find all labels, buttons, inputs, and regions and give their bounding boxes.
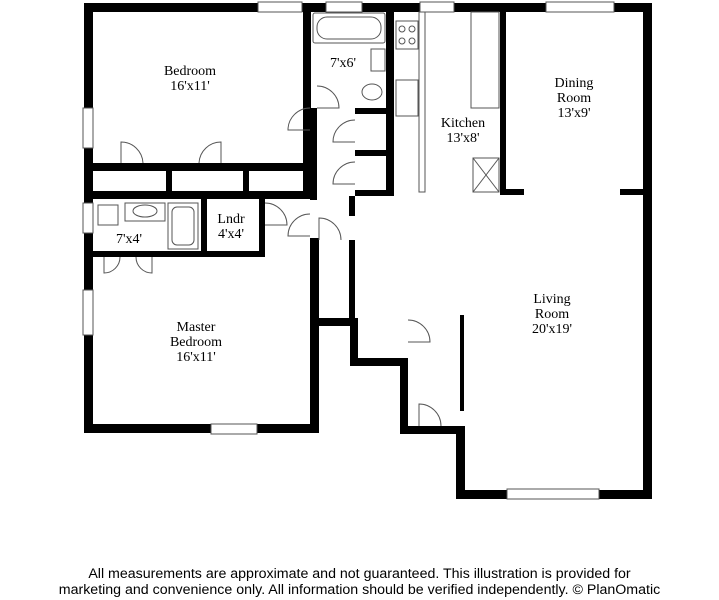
master-dim: 16'x11' [176,350,216,365]
sink-2 [132,204,158,218]
door-master [318,217,342,241]
window-top-dining [545,1,615,13]
wall-dining-bottom [500,189,524,195]
fridge [470,11,500,109]
dining-line1: Dining [554,76,594,91]
door-closet-stair [407,319,431,343]
room-label-kitchen: Kitchen 13'x8' [413,116,513,146]
wall-step-v [350,318,358,366]
wall-bath2-bottom [93,251,265,257]
living-line1: Living [533,292,571,307]
laundry-name: Lndr [217,212,245,227]
door-bedroom [287,107,311,131]
shower-2-inner [171,206,195,246]
door-bedroom-closet-1 [120,141,144,164]
room-label-bedroom: Bedroom 16'x11' [140,64,240,94]
window-left-master [82,289,94,336]
wall-closet-bottom [93,191,309,199]
laundry-dim: 4'x4' [217,227,245,242]
master-line2: Bedroom [169,335,223,350]
wall-step-top [315,318,358,326]
living-line2: Room [534,307,570,322]
door-bedroom-closet-2 [198,141,222,164]
disclaimer-line1: All measurements are approximate and not… [88,566,631,582]
kitchen-sink [395,79,419,117]
dining-dim: 13'x9' [557,106,591,121]
window-top-kitchen [419,1,455,13]
bath1-dim: 7'x6' [330,56,357,71]
counter-line [418,11,426,193]
door-bath2-left [103,256,121,274]
wall-bottom-left [84,424,319,433]
door-bath2-right [135,256,153,274]
room-label-dining: Dining Room 13'x9' [524,76,624,121]
wall-right-lower [643,193,652,499]
wall-stubs [166,171,355,320]
wall-master-right [310,238,319,433]
door-bath1 [316,85,340,109]
door-entry [418,403,442,427]
room-label-living: Living Room 20'x19' [502,292,602,337]
dining-line2: Room [556,91,592,106]
windows [82,1,615,500]
room-label-laundry: Lndr 4'x4' [203,212,259,242]
vanity-2 [124,202,166,222]
pantry [472,157,500,193]
stove [395,20,419,50]
disclaimer: All measurements are approximate and not… [0,566,719,598]
toilet-1 [361,83,383,101]
window-bottom-master [210,423,258,435]
wall-entry-left [400,358,408,434]
wall-closet-h2 [355,150,394,156]
wall-top [84,3,652,12]
bathtub-1-inner [316,16,382,40]
wall-lndr-left [201,199,207,257]
window-left-bedroom [82,107,94,149]
disclaimer-line2: marketing and convenience only. All info… [58,582,661,598]
bedroom-name: Bedroom [163,64,217,79]
wall-step-h [350,358,408,366]
wall-kitchen-right [500,12,506,195]
wall-closet-h1 [355,108,394,114]
door-hall [287,213,311,237]
door-closet-b [332,161,356,185]
wall-hall [310,108,317,200]
room-label-master: Master Bedroom 16'x11' [146,320,246,365]
fixtures [97,11,500,250]
master-line1: Master [176,320,216,335]
sink-1 [370,48,386,72]
wall-bath1-right [386,3,394,195]
window-bottom-living [506,488,600,500]
wall-dining-bottom-right [620,189,652,195]
door-lndr [264,202,288,226]
wall-entry-bottom [400,426,465,434]
wall-bed-closet [93,163,309,171]
bedroom-dim: 16'x11' [170,79,210,94]
shower-2 [167,202,199,250]
living-dim: 20'x19' [531,322,573,337]
bath2-dim: 7'x4' [116,232,143,247]
bathtub-1 [312,12,386,44]
window-top-bath [325,1,363,13]
wall-living-partition [460,315,464,411]
door-swings [103,85,442,427]
wall-right-upper [643,3,652,193]
wall-bath-divider [303,3,311,199]
window-left-bath [82,202,94,234]
window-top-bedroom [257,1,303,13]
wall-living-left [456,426,465,499]
wall-lndr-right [259,199,265,257]
wall-kitchen-stub [355,190,394,196]
toilet-2 [97,204,119,226]
kitchen-dim: 13'x8' [446,131,480,146]
door-closet-a [332,119,356,143]
kitchen-name: Kitchen [440,116,486,131]
